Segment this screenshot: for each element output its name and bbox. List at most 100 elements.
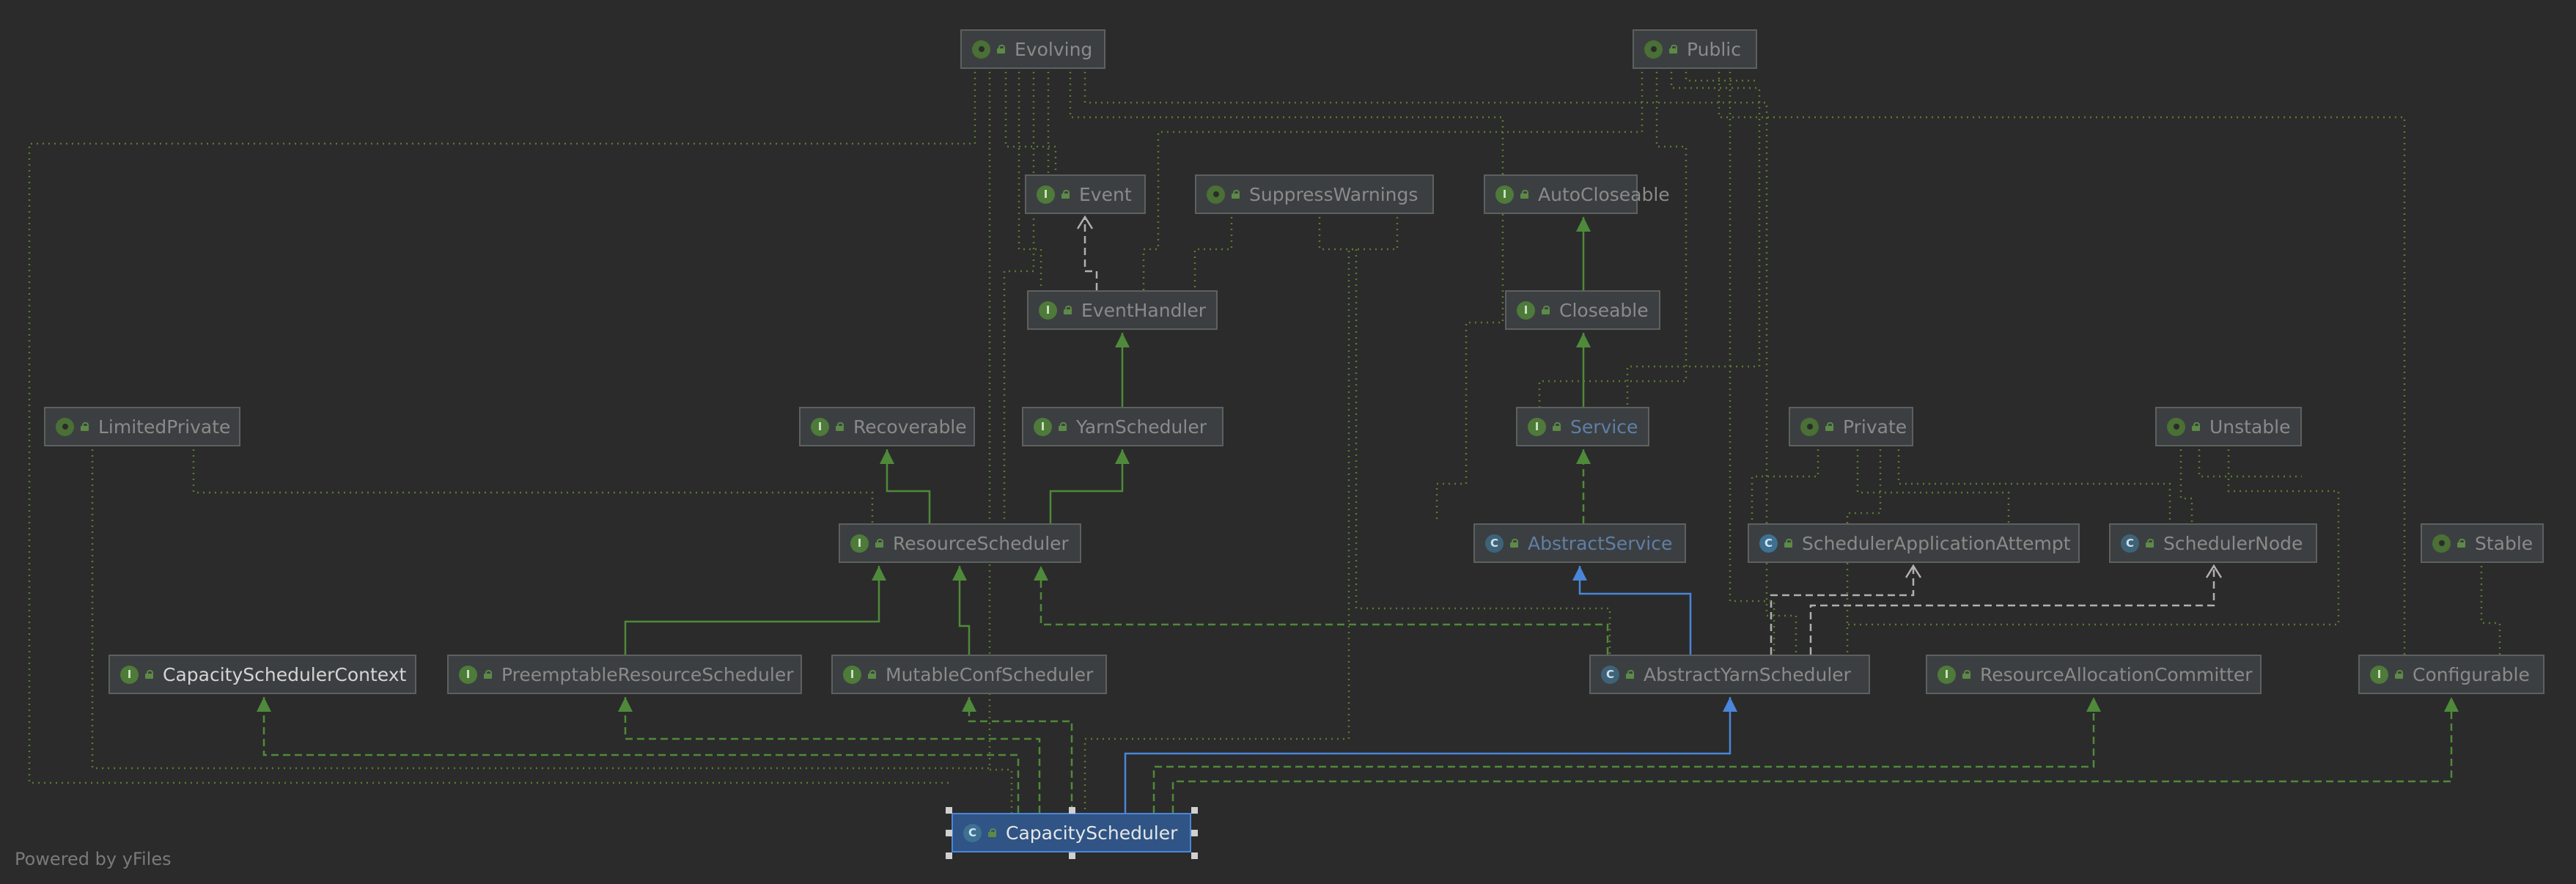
public-visibility-icon [867,670,877,679]
node-label: EventHandler [1081,299,1207,321]
node-suppresswarnings[interactable]: SuppressWarnings [1195,174,1434,214]
edge-arrowhead [2205,564,2223,578]
node-abstractyarnscheduler[interactable]: C AbstractYarnScheduler [1589,655,1870,694]
annotation-link [1856,449,2010,523]
node-label: Service [1570,416,1638,438]
annotation-kind-icon [1207,185,1225,204]
selection-handle[interactable] [1068,852,1075,859]
annotation-kind-icon [2432,534,2451,553]
public-visibility-icon [1231,190,1240,199]
annotation-kind-icon [1800,417,1819,436]
annotation-link [28,72,976,784]
edge-capacityscheduler-to-capacityschedulercontext [262,697,1020,813]
edge-arrowhead [257,697,271,712]
node-label: AbstractYarnScheduler [1644,663,1851,685]
node-unstable[interactable]: Unstable [2155,407,2302,446]
edge-arrowhead [2444,697,2459,712]
edge-eventhandler-to-event [1083,217,1098,290]
node-evolving[interactable]: Evolving [960,29,1105,69]
selection-handle[interactable] [946,830,952,836]
node-label: SuppressWarnings [1249,183,1418,205]
interface-kind-icon: I [1039,301,1057,320]
edge-abstractyarnscheduler-to-abstractservice [1578,566,1692,655]
public-visibility-icon [1541,306,1550,314]
edge-arrowhead [1576,333,1591,347]
edge-arrowhead [1576,217,1591,232]
edge-arrowhead [880,449,894,464]
abstract-kind-icon: C [1485,534,1504,553]
interface-kind-icon: I [811,417,829,436]
edge-resourcescheduler-to-yarnscheduler [1049,449,1124,523]
node-label: YarnScheduler [1076,416,1207,438]
annotation-kind-icon [1644,40,1663,59]
edge-capacityscheduler-to-configurable [1171,697,2453,813]
edge-arrowhead [1034,566,1048,581]
edge-arrowhead [1905,564,1922,578]
annotation-link [2179,449,2193,523]
annotation-link [1897,449,2171,523]
selection-handle[interactable] [1191,830,1198,836]
abstract-kind-icon: C [1601,665,1619,684]
interface-kind-icon: I [1937,665,1956,684]
abstract-kind-icon: C [2121,534,2139,553]
annotation-link [91,449,990,770]
annotation-kind-icon [2167,417,2185,436]
edge-capacityscheduler-to-mutableconfscheduler [968,697,1073,813]
selection-handle[interactable] [1191,852,1198,859]
node-label: PreemptableResourceScheduler [501,663,794,685]
annotation-link [1718,72,2406,655]
node-label: Private [1843,416,1907,438]
annotation-link [1538,72,1688,407]
node-label: Stable [2475,532,2533,554]
annotation-link [1729,72,1775,655]
edge-capacityscheduler-to-preemptableresourcescheduler [624,697,1041,813]
edge-arrowhead [1723,697,1737,712]
edge-arrowhead [962,697,976,712]
public-visibility-icon [1058,422,1067,431]
public-visibility-icon [80,422,89,431]
node-eventhandler[interactable]: I EventHandler [1027,290,1218,330]
selection-handle[interactable] [946,807,952,814]
selection-handle[interactable] [1068,807,1075,814]
node-label: Evolving [1015,38,1093,60]
annotation-link [2480,566,2501,655]
node-private[interactable]: Private [1789,407,1913,446]
public-visibility-icon [1063,306,1072,314]
node-stable[interactable]: Stable [2421,523,2544,563]
public-visibility-icon [144,670,154,679]
node-label: LimitedPrivate [98,416,231,438]
node-limitedprivate[interactable]: LimitedPrivate [44,407,240,446]
edge-arrowhead [1572,566,1587,581]
annotation-link [2198,449,2302,478]
public-visibility-icon [1509,539,1519,548]
interface-kind-icon: I [1037,185,1055,204]
public-visibility-icon [1552,422,1561,431]
annotation-link [1318,217,1356,251]
selection-handle[interactable] [1191,807,1198,814]
annotation-link [1004,72,1057,174]
node-public[interactable]: Public [1633,29,1757,69]
node-label: CapacitySchedulerContext [163,663,407,685]
edge-mutableconfscheduler-to-resourcescheduler [958,566,971,655]
powered-by-footer: Powered by yFiles [15,849,172,869]
edge-arrowhead [618,697,633,712]
selection-handle[interactable] [946,852,952,859]
